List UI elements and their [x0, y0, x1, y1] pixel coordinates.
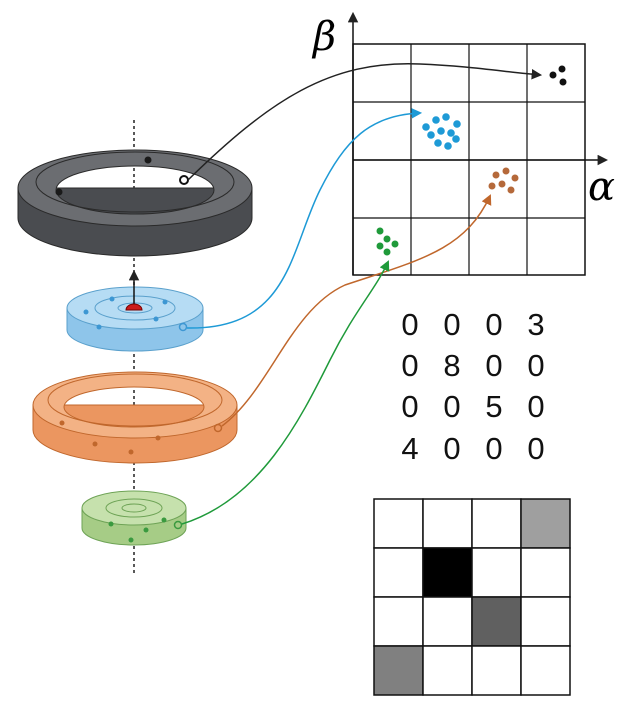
grayscale-matrix [373, 498, 571, 696]
grayscale-cell [422, 498, 473, 549]
green-arrow [181, 260, 390, 525]
grayscale-cell [520, 547, 571, 598]
grayscale-cell [471, 596, 522, 647]
grayscale-cell [471, 547, 522, 598]
green-cluster [376, 227, 399, 256]
matrix-cell: 0 [485, 348, 502, 383]
dark-ring [17, 149, 253, 257]
beta-axis-label: β [311, 14, 336, 60]
center-marker-icon [125, 303, 143, 311]
matrix-cell: 0 [485, 307, 502, 342]
grayscale-cell [373, 645, 424, 696]
blue-disk [66, 286, 204, 352]
matrix-cell: 5 [485, 389, 502, 424]
matrix-cell: 0 [527, 431, 544, 466]
grayscale-cell [373, 547, 424, 598]
matrix-cell: 8 [443, 348, 460, 383]
black-cluster [549, 65, 567, 86]
matrix-cell: 0 [527, 389, 544, 424]
grayscale-cell [373, 498, 424, 549]
orange-cluster [488, 167, 519, 194]
grayscale-cell [471, 498, 522, 549]
alpha-axis-label: α [588, 164, 615, 210]
orange-arrow [221, 194, 492, 427]
matrix-cell: 0 [401, 348, 418, 383]
matrix-cell: 3 [527, 307, 544, 342]
matrix-cell: 0 [401, 389, 418, 424]
matrix-cell: 4 [401, 431, 418, 466]
blue-arrow [186, 108, 423, 329]
grayscale-cell [471, 645, 522, 696]
grayscale-cell [520, 596, 571, 647]
green-disk [81, 490, 187, 546]
matrix-cell: 0 [443, 389, 460, 424]
grayscale-cell [422, 547, 473, 598]
black-arrow [187, 63, 543, 181]
matrix-cell: 0 [527, 348, 544, 383]
blue-cluster [422, 113, 461, 150]
matrix-cell: 0 [443, 307, 460, 342]
matrix-cell: 0 [443, 431, 460, 466]
matrix-cell: 0 [485, 431, 502, 466]
grayscale-cell [520, 498, 571, 549]
grayscale-cell [422, 645, 473, 696]
orange-ring [32, 371, 238, 464]
grayscale-cell [520, 645, 571, 696]
matrix-cell: 0 [401, 307, 418, 342]
grayscale-cell [373, 596, 424, 647]
grayscale-cell [422, 596, 473, 647]
